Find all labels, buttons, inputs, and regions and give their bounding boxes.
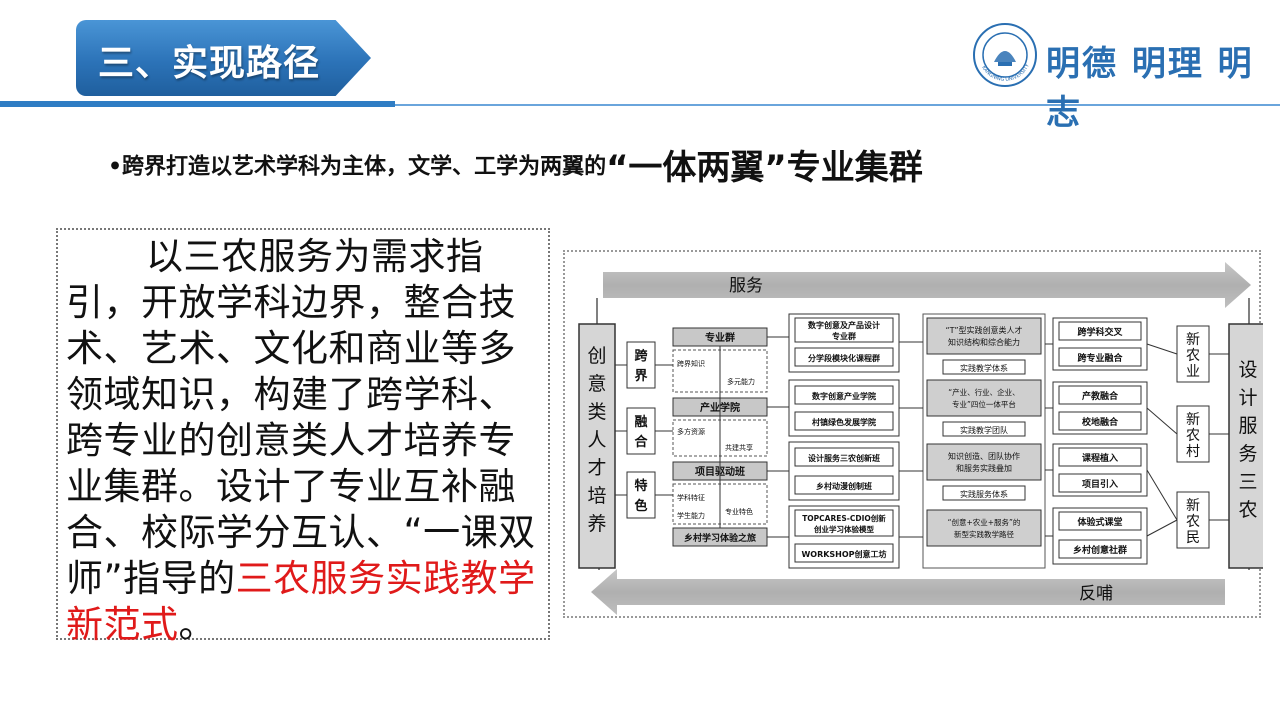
svg-text:专业群: 专业群 [705, 331, 735, 344]
bullet-prefix: •跨界打造以艺术学科为主体，文学、工学为两翼的 [108, 154, 607, 180]
svg-text:课程植入: 课程植入 [1082, 452, 1118, 464]
svg-text:数字创意及产品设计专业群: 数字创意及产品设计专业群 [808, 320, 880, 341]
svg-text:跨专业融合: 跨专业融合 [1077, 352, 1123, 364]
feedback-arrow-label: 反哺 [1079, 584, 1113, 604]
bullet-highlight: “一体两翼” [606, 148, 787, 188]
svg-text:设计服务三农: 设计服务三农 [1238, 359, 1257, 521]
right-tags: 新农业 新农村 新农民 [1146, 325, 1229, 549]
svg-text:跨界知识: 跨界知识 [677, 359, 705, 368]
university-seal-logo: KANGNING UNIVERSITY [973, 23, 1037, 87]
description-end: 。 [178, 603, 216, 646]
service-arrow [603, 262, 1251, 308]
svg-text:多方资源: 多方资源 [677, 427, 705, 436]
svg-text:村镇绿色发展学院: 村镇绿色发展学院 [812, 417, 876, 427]
svg-text:新农民: 新农民 [1186, 498, 1200, 546]
svg-text:TOPCARES-CDIO创新创业学习体验模型: TOPCARES-CDIO创新创业学习体验模型 [802, 513, 886, 534]
service-arrow-label: 服务 [729, 276, 763, 296]
section-title-tab: 三、实现路径 [76, 20, 371, 96]
svg-text:乡村学习体验之旅: 乡村学习体验之旅 [684, 532, 756, 544]
svg-text:跨学科交叉: 跨学科交叉 [1077, 326, 1123, 338]
svg-text:乡村动漫创制班: 乡村动漫创制班 [816, 481, 872, 491]
svg-text:创意类人才培养: 创意类人才培养 [587, 345, 606, 535]
svg-text:分学段模块化课程群: 分学段模块化课程群 [808, 353, 880, 363]
svg-text:实践教学体系: 实践教学体系 [960, 363, 1008, 373]
column-platforms: 专业群 产业学院 项目驱动班 乡村学习体验之旅 跨界知识 多元能力 多方资源 共… [672, 327, 768, 547]
svg-text:产教融合: 产教融合 [1082, 390, 1119, 402]
svg-text:“创意+农业+服务”的新型实践教学路径: “创意+农业+服务”的新型实践教学路径 [948, 517, 1021, 539]
svg-text:知识创造、团队协作和服务实践叠加: 知识创造、团队协作和服务实践叠加 [948, 451, 1020, 473]
svg-text:特色: 特色 [634, 478, 647, 514]
svg-text:新农村: 新农村 [1186, 412, 1200, 460]
design-service-box [1228, 323, 1263, 569]
svg-text:多元能力: 多元能力 [727, 377, 755, 386]
description-paragraph: 以三农服务为需求指引，开放学科边界，整合技术、艺术、文化和商业等多领域知识，构建… [66, 234, 542, 648]
svg-text:项目引入: 项目引入 [1082, 478, 1118, 490]
svg-text:新农业: 新农业 [1186, 332, 1200, 380]
column-mechanisms: 跨学科交叉 跨专业融合 产教融合 校地融合 课程植入 项目引入 体验式课堂 乡村… [1052, 317, 1148, 565]
svg-text:WORKSHOP创意工坊: WORKSHOP创意工坊 [801, 549, 886, 559]
bullet-suffix: 专业集群 [786, 148, 923, 188]
svg-text:体验式课堂: 体验式课堂 [1077, 516, 1122, 528]
description-main: 以三农服务为需求指引，开放学科边界，整合技术、艺术、文化和商业等多领域知识，构建… [66, 235, 536, 600]
svg-text:校地融合: 校地融合 [1082, 416, 1119, 428]
svg-text:“产业、行业、企业、专业”四位一体平台: “产业、行业、企业、专业”四位一体平台 [948, 387, 1019, 409]
talent-cultivation-box [578, 323, 616, 569]
feedback-arrow [591, 569, 1225, 615]
left-tags: 跨界 融合 特色 [615, 341, 656, 519]
svg-text:专业特色: 专业特色 [725, 507, 753, 516]
column-practice: “T”型实践创意类人才知识结构和综合能力 实践教学体系 “产业、行业、企业、专业… [922, 313, 1046, 569]
svg-text:实践教学团队: 实践教学团队 [960, 425, 1008, 435]
description-highlight: 三农服务实践教学新范式 [66, 557, 536, 646]
svg-text:乡村创意社群: 乡村创意社群 [1073, 544, 1127, 556]
svg-text:实践服务体系: 实践服务体系 [960, 489, 1008, 499]
column-carriers: 数字创意及产品设计专业群 分学段模块化课程群 数字创意产业学院 村镇绿色发展学院… [788, 313, 900, 569]
bullet-headline: •跨界打造以艺术学科为主体，文学、工学为两翼的“一体两翼”专业集群 [108, 140, 923, 188]
svg-text:跨界: 跨界 [634, 349, 648, 384]
svg-text:数字创意产业学院: 数字创意产业学院 [812, 391, 876, 401]
svg-text:设计服务三农创新班: 设计服务三农创新班 [808, 453, 880, 463]
header-rule-thin [395, 104, 1280, 106]
svg-text:“T”型实践创意类人才知识结构和综合能力: “T”型实践创意类人才知识结构和综合能力 [946, 325, 1023, 347]
svg-text:学生能力: 学生能力 [677, 511, 705, 520]
talent-cultivation-diagram: 服务 反哺 创意类人才培养 设计服务三农 跨界 融合 特色 [563, 250, 1263, 618]
svg-text:学科特征: 学科特征 [677, 493, 705, 502]
description-textbox: 以三农服务为需求指引，开放学科边界，整合技术、艺术、文化和商业等多领域知识，构建… [56, 228, 550, 646]
svg-text:共建共享: 共建共享 [725, 443, 753, 452]
university-motto: 明德 明理 明志 [1046, 44, 1254, 133]
header-rule-thick [0, 101, 395, 107]
section-title: 三、实现路径 [98, 43, 321, 84]
svg-text:融合: 融合 [634, 414, 648, 450]
